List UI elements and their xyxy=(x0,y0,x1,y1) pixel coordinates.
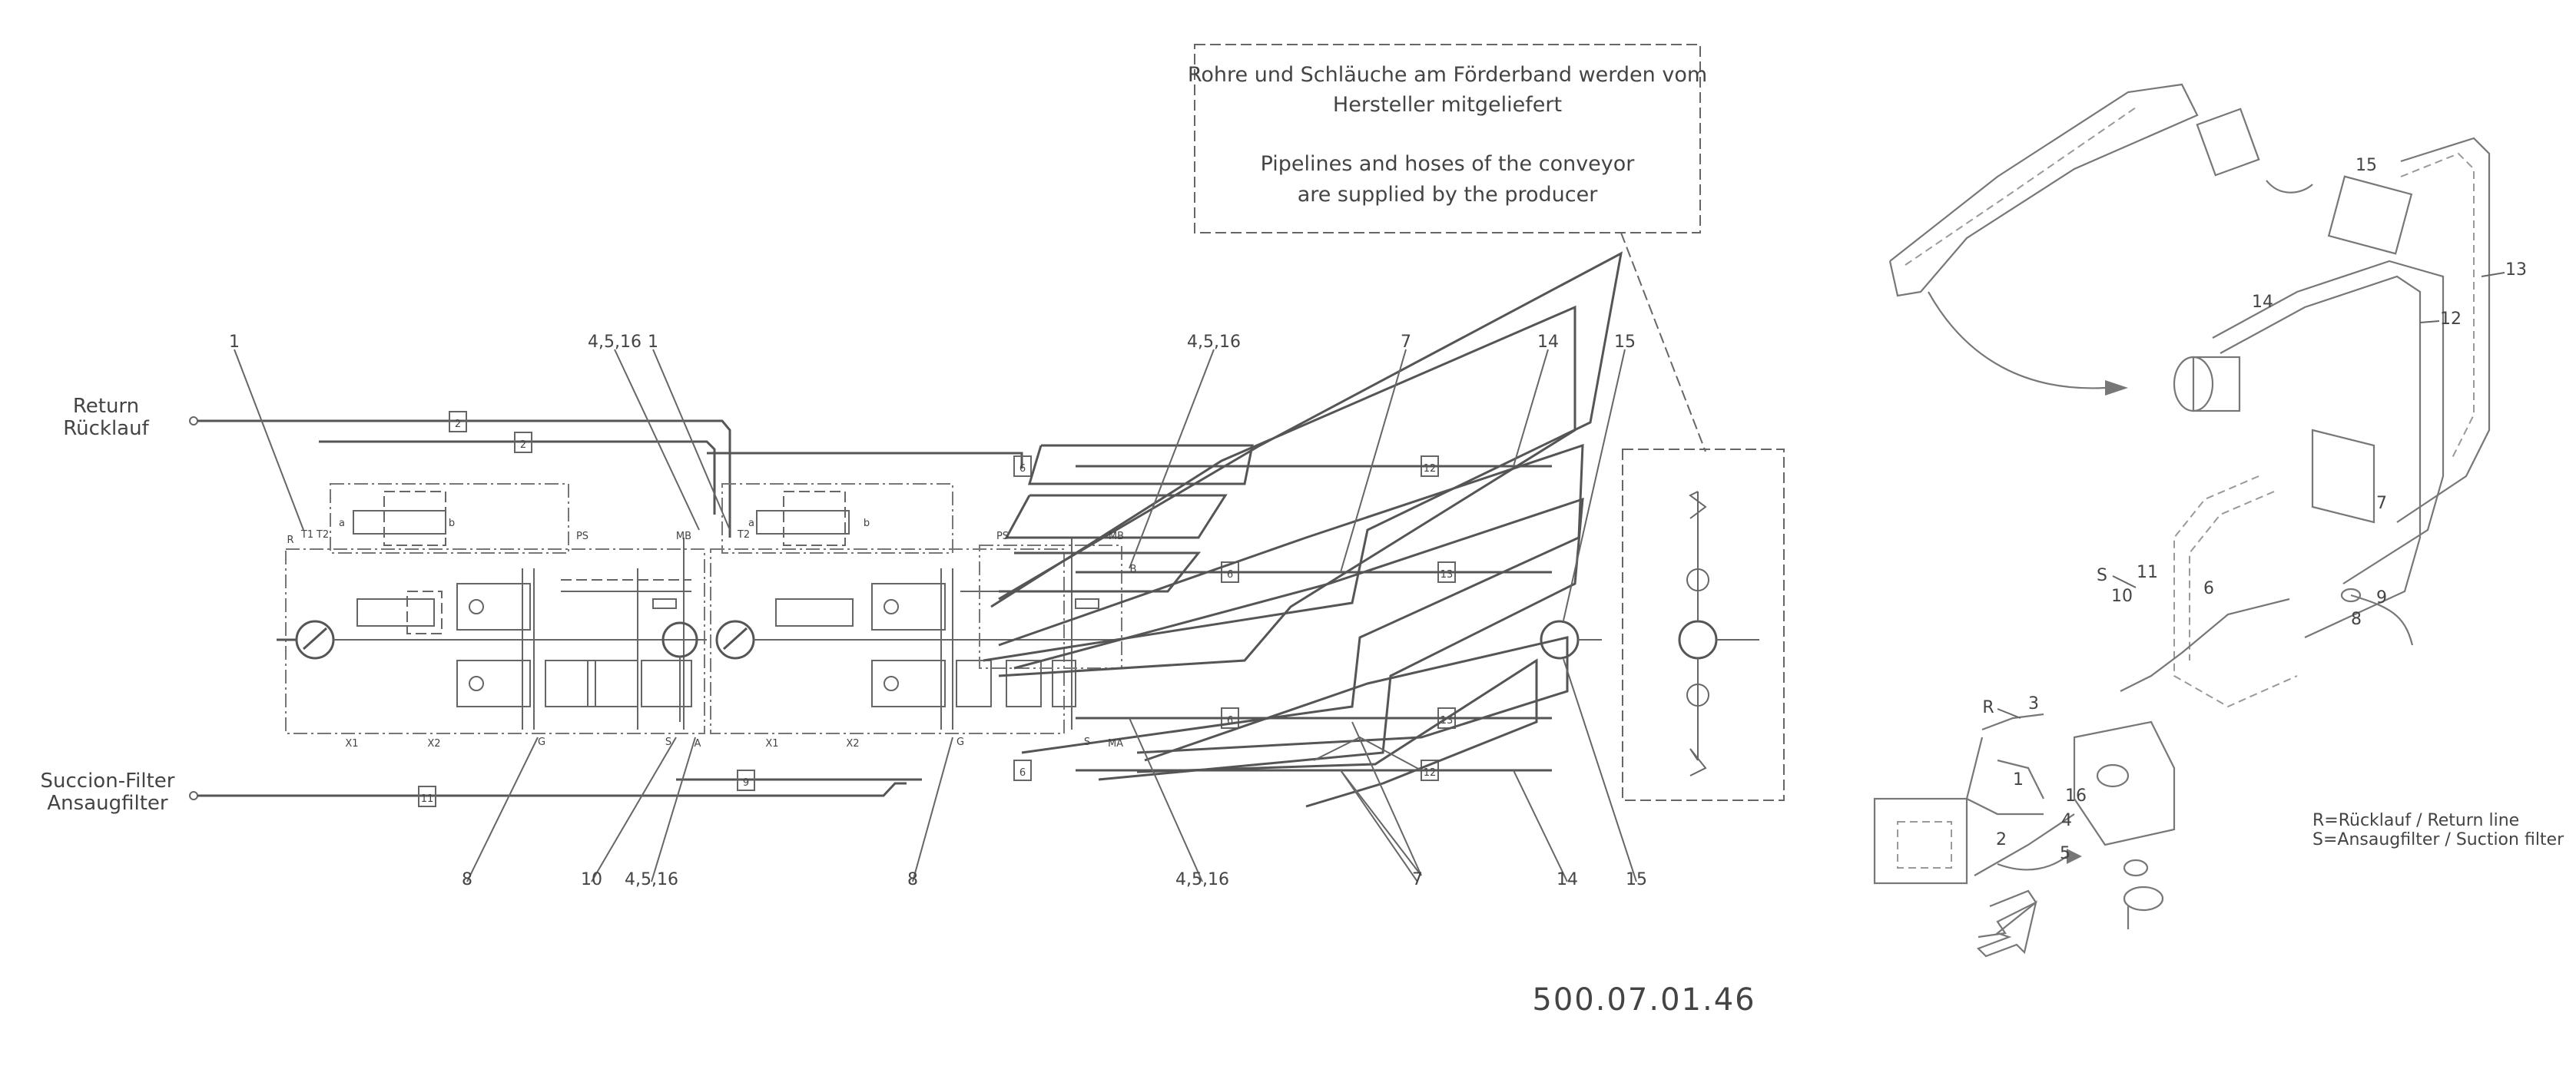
svg-text:9: 9 xyxy=(743,777,749,789)
suction-label-de: Ansaugfilter xyxy=(47,792,168,815)
svg-text:2: 2 xyxy=(455,419,461,430)
schematic-port-labels: X1 X2 X1 X2 PS PS MB MB MA R T1 T2 T2 G … xyxy=(287,518,1136,750)
legend-return: R=Rücklauf / Return line xyxy=(2312,811,2519,830)
svg-text:G: G xyxy=(538,737,545,748)
callout: 8 xyxy=(462,870,472,889)
svg-text:T1: T1 xyxy=(300,529,313,541)
hose-tag: 11 xyxy=(418,786,436,807)
note-line-4: are supplied by the producer xyxy=(1298,183,1599,207)
hose-tags: 2 2 11 9 6 6 6 6 xyxy=(418,411,1456,807)
svg-text:11: 11 xyxy=(421,793,434,805)
callout: 4,5,16 xyxy=(1187,333,1241,352)
callout: 8 xyxy=(907,870,918,889)
svg-text:6: 6 xyxy=(1227,569,1233,581)
callout: 7 xyxy=(1412,870,1423,889)
svg-text:9: 9 xyxy=(2376,588,2387,608)
svg-text:PS: PS xyxy=(996,531,1009,542)
svg-text:4: 4 xyxy=(2061,811,2072,830)
svg-text:A: A xyxy=(695,738,701,750)
svg-text:X2: X2 xyxy=(427,738,440,750)
svg-text:6: 6 xyxy=(1227,715,1233,727)
iso-legend: R=Rücklauf / Return line S=Ansaugfilter … xyxy=(2312,811,2564,849)
callout: 14 xyxy=(1537,333,1559,352)
svg-text:b: b xyxy=(864,518,870,529)
pump-group-1 xyxy=(277,483,707,734)
callout: 10 xyxy=(581,870,602,889)
svg-text:1: 1 xyxy=(2013,770,2024,790)
svg-text:R: R xyxy=(287,535,293,546)
conveyor-pipelines xyxy=(983,251,1623,876)
svg-text:S: S xyxy=(665,737,671,748)
legend-suction: S=Ansaugfilter / Suction filter xyxy=(2312,830,2564,849)
callout: 7 xyxy=(1401,333,1411,352)
svg-text:a: a xyxy=(748,518,754,529)
svg-text:11: 11 xyxy=(2137,563,2158,582)
return-label-en: Return xyxy=(73,395,139,418)
hose-tag: 2 xyxy=(449,411,467,432)
note-line-1: Rohre und Schläuche am Förderband werden… xyxy=(1188,63,1707,87)
svg-text:MA: MA xyxy=(1108,738,1123,750)
svg-text:13: 13 xyxy=(2505,260,2527,280)
callout: 1 xyxy=(229,333,240,352)
svg-text:5: 5 xyxy=(2060,844,2070,863)
svg-text:8: 8 xyxy=(2351,610,2362,629)
top-callouts: 1 4,5,16 1 4,5,16 7 14 15 xyxy=(229,333,1636,621)
callout: 14 xyxy=(1557,870,1578,889)
callout: 4,5,16 xyxy=(625,870,678,889)
callout: 4,5,16 xyxy=(1175,870,1229,889)
note-line-3: Pipelines and hoses of the conveyor xyxy=(1261,152,1636,176)
svg-text:10: 10 xyxy=(2111,587,2133,606)
svg-text:X1: X1 xyxy=(765,738,778,750)
return-label-de: Rücklauf xyxy=(63,417,149,440)
hose-tag: 9 xyxy=(737,770,755,791)
svg-text:2: 2 xyxy=(1996,830,2007,849)
svg-text:6: 6 xyxy=(2203,579,2214,598)
svg-text:PS: PS xyxy=(576,531,588,542)
svg-text:MB: MB xyxy=(676,531,691,542)
bottom-callouts: 8 10 4,5,16 8 4,5,16 7 14 15 xyxy=(462,658,1647,889)
svg-text:S: S xyxy=(1084,737,1090,748)
svg-text:T2: T2 xyxy=(316,529,329,541)
conveyor-motor xyxy=(1540,449,1785,801)
arrow-icon xyxy=(1977,900,2037,958)
svg-text:MB: MB xyxy=(1109,531,1124,542)
callout: 1 xyxy=(648,333,658,352)
svg-text:X1: X1 xyxy=(345,738,358,750)
svg-text:12: 12 xyxy=(2440,310,2462,329)
suction-label-en: Succion-Filter xyxy=(41,770,175,793)
supplier-note: Rohre und Schläuche am Förderband werden… xyxy=(1188,44,1707,452)
callout: 15 xyxy=(1626,870,1647,889)
svg-text:6: 6 xyxy=(1019,463,1026,475)
svg-text:14: 14 xyxy=(2252,293,2273,312)
svg-text:T2: T2 xyxy=(737,529,750,541)
pump-group-2 xyxy=(652,483,1122,734)
drawing-number: 500.07.01.46 xyxy=(1532,982,1755,1018)
svg-text:2: 2 xyxy=(520,439,526,451)
hose-tag: 6 xyxy=(1013,455,1032,477)
svg-text:15: 15 xyxy=(2356,156,2377,175)
svg-text:12: 12 xyxy=(1424,463,1437,475)
svg-text:b: b xyxy=(449,518,455,529)
svg-text:X2: X2 xyxy=(846,738,859,750)
svg-text:G: G xyxy=(956,737,964,748)
svg-text:16: 16 xyxy=(2065,786,2087,806)
isometric-assembly-view: 15 14 13 12 7 11 10 6 9 8 3 1 2 16 4 5 S… xyxy=(1873,83,2527,939)
svg-text:a: a xyxy=(339,518,345,529)
svg-text:6: 6 xyxy=(1019,767,1026,779)
svg-text:R: R xyxy=(1982,698,1994,717)
svg-text:S: S xyxy=(2097,566,2107,585)
svg-text:7: 7 xyxy=(2376,494,2387,513)
port-labels: Return Rücklauf Succion-Filter Ansaugfil… xyxy=(41,395,198,815)
note-line-2: Hersteller mitgeliefert xyxy=(1333,93,1562,117)
hose-tag: 6 xyxy=(1013,760,1032,781)
svg-text:12: 12 xyxy=(1424,767,1437,779)
svg-text:3: 3 xyxy=(2028,694,2039,713)
svg-text:13: 13 xyxy=(1441,569,1454,581)
svg-text:B: B xyxy=(1130,564,1137,575)
callout: 15 xyxy=(1614,333,1636,352)
callout: 4,5,16 xyxy=(588,333,642,352)
hose-tag: 2 xyxy=(514,432,532,453)
